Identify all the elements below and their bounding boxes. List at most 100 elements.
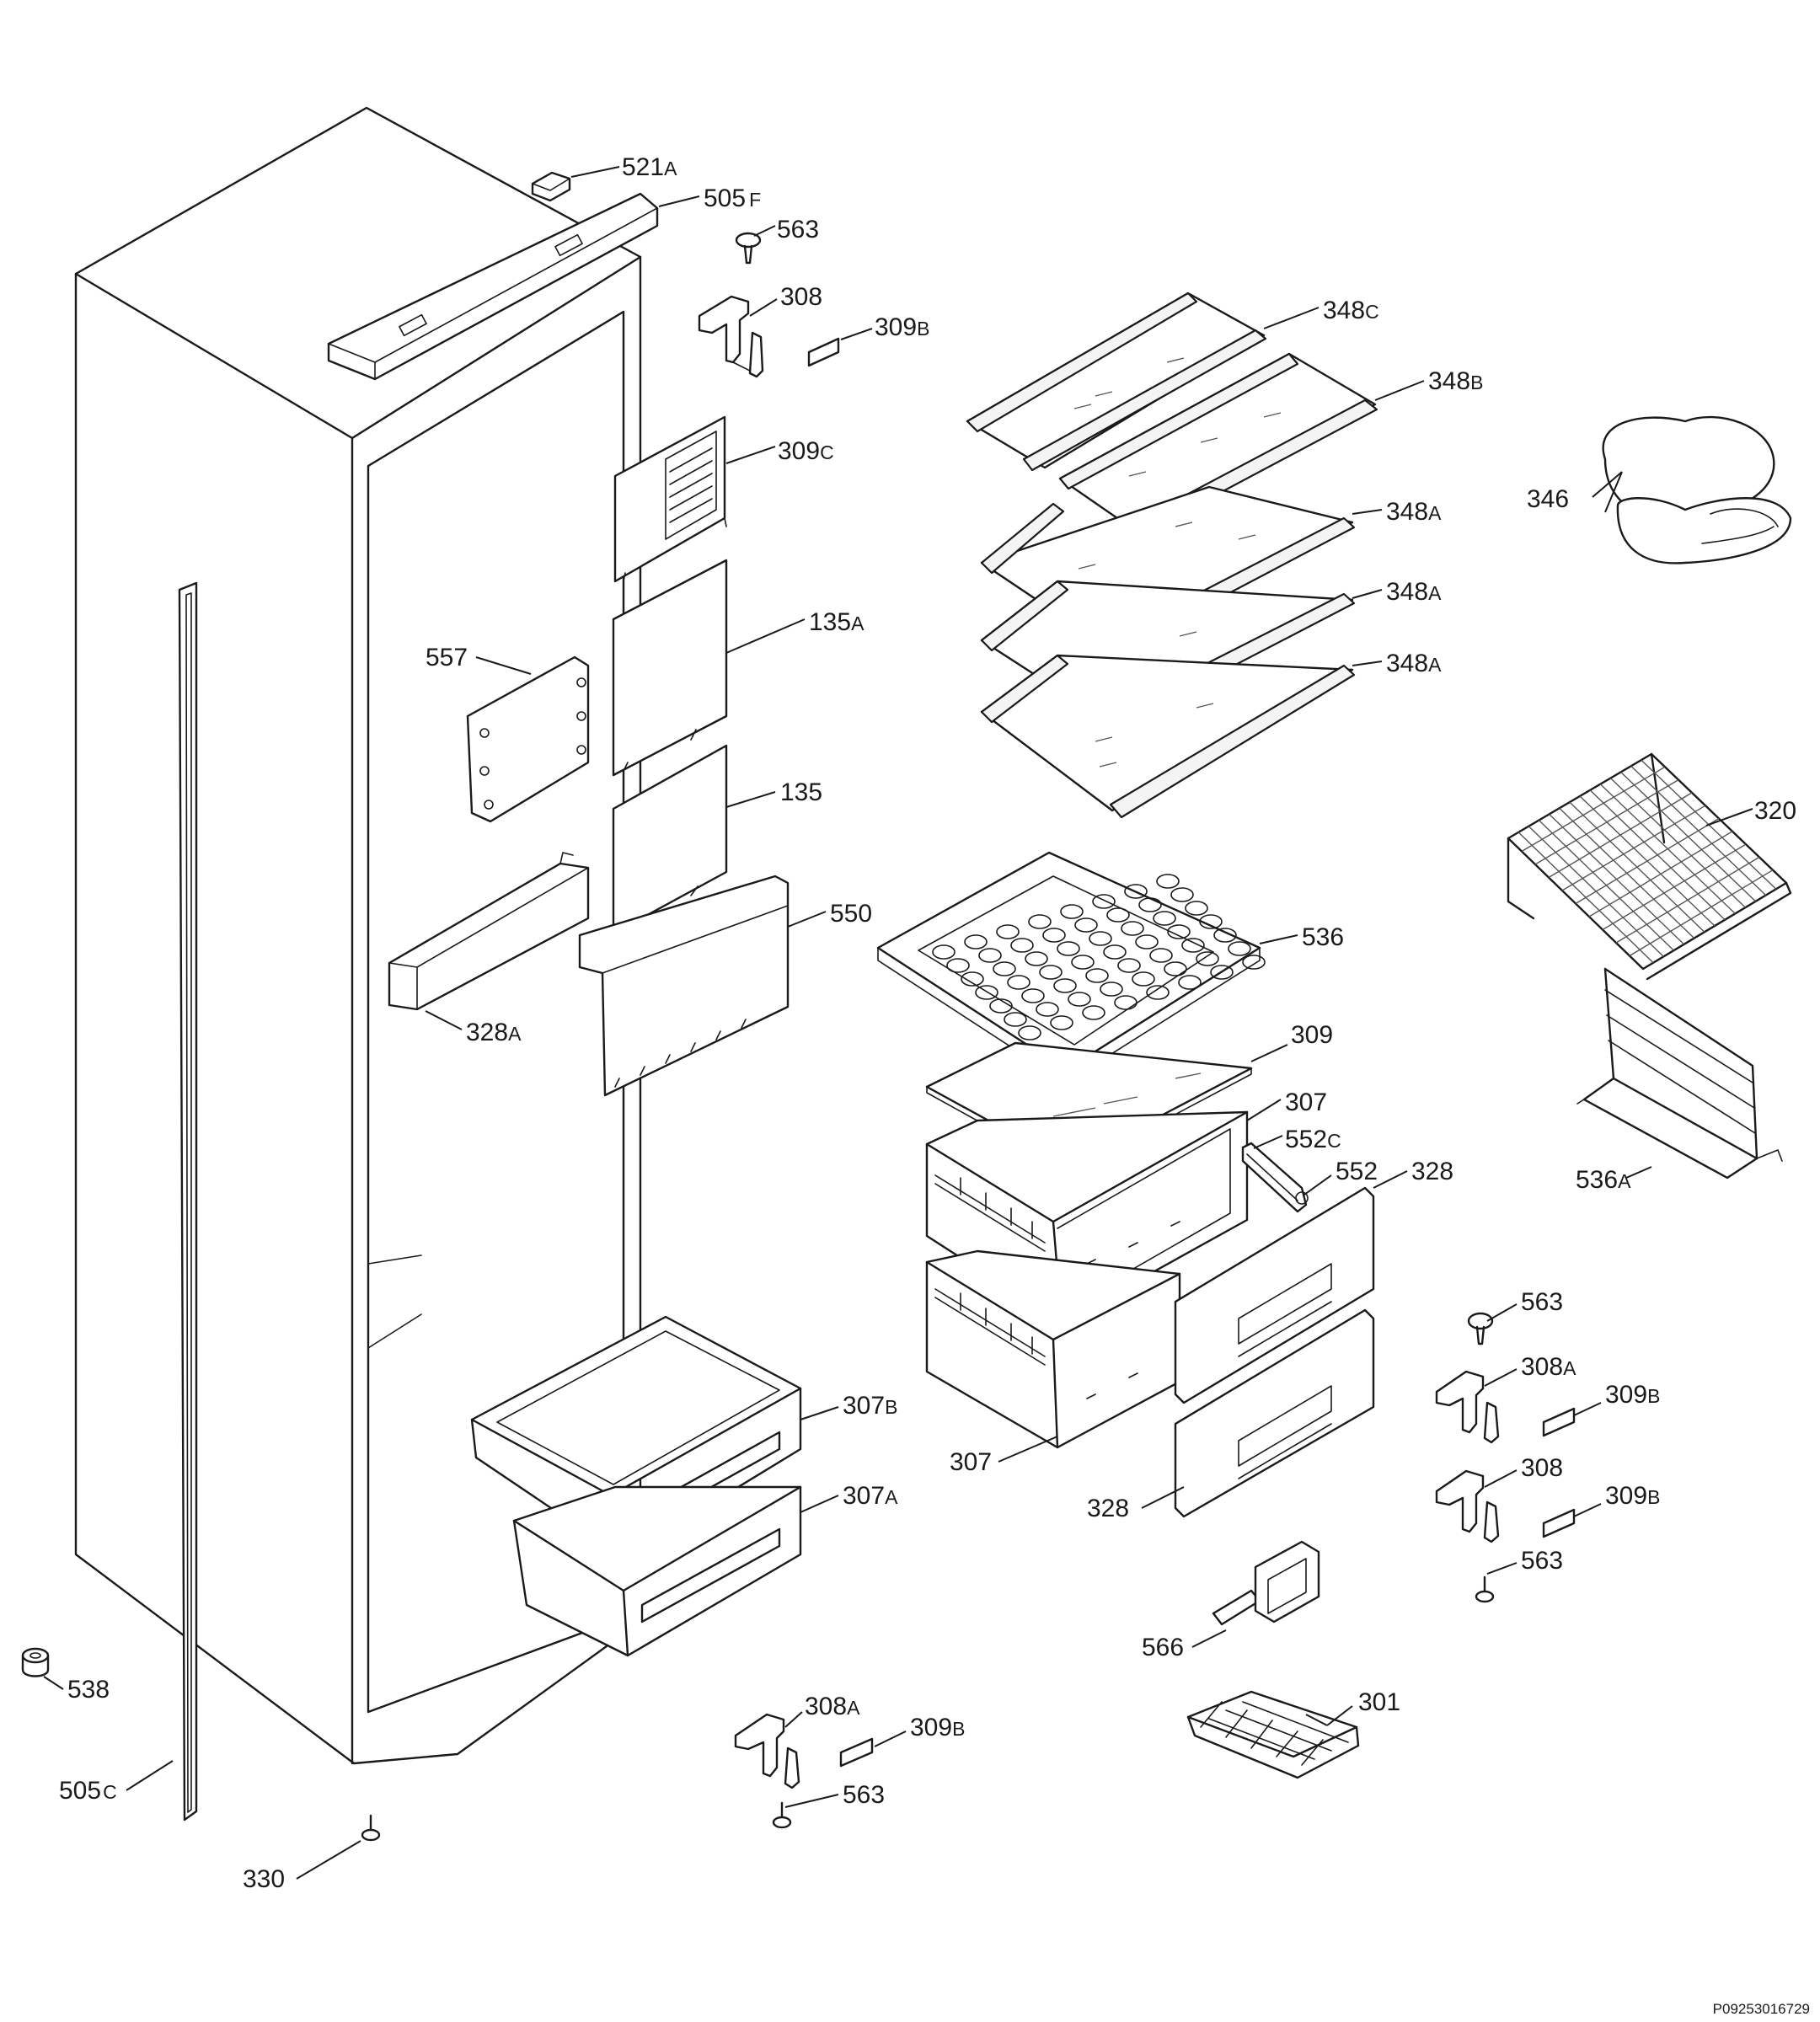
basket-wire <box>1575 817 1720 905</box>
egg-cup <box>1167 924 1191 939</box>
egg-cup <box>1121 921 1144 936</box>
basket-wire <box>1548 792 1693 879</box>
part-308a-hinge-right <box>1435 1370 1500 1444</box>
basket-wire <box>1561 805 1706 891</box>
part-536a-wire-rack <box>1576 967 1783 1180</box>
label-308a-b: 308A <box>1521 1353 1576 1381</box>
label-307-bot: 307 <box>950 1448 992 1476</box>
basket-wire <box>1615 856 1760 944</box>
label-309b-b: 309B <box>1605 1381 1660 1409</box>
egg-cup <box>1103 944 1127 960</box>
label-308-b: 308 <box>1521 1454 1563 1482</box>
label-563-d: 563 <box>843 1781 885 1809</box>
label-348a-1: 348A <box>1386 498 1442 526</box>
label-309c: 309C <box>778 437 834 465</box>
egg-cup <box>1050 1015 1073 1030</box>
egg-cup <box>1117 958 1141 973</box>
part-135a-panel <box>612 559 728 777</box>
cabinet-body <box>74 106 642 1765</box>
egg-cup <box>1018 1025 1041 1040</box>
part-135-panel <box>612 744 728 935</box>
basket-wire <box>1588 831 1733 917</box>
part-328a-door-shelf <box>388 852 590 1011</box>
part-505f-top-cover <box>327 192 659 381</box>
egg-cup <box>1028 914 1052 929</box>
egg-cup <box>961 971 984 987</box>
label-552: 552 <box>1336 1158 1378 1185</box>
part-308-hinge-right <box>1435 1469 1500 1543</box>
part-505c-gasket <box>178 581 198 1821</box>
egg-cup <box>1124 884 1148 899</box>
part-309b-plate-bottom <box>839 1737 874 1768</box>
egg-cup <box>1170 887 1194 902</box>
egg-cup <box>1042 928 1066 943</box>
egg-cup <box>1114 995 1138 1010</box>
egg-cup <box>932 944 956 960</box>
label-563-b: 563 <box>1521 1288 1563 1316</box>
egg-cup <box>1082 1005 1105 1020</box>
part-348a-glass-shelf-3 <box>980 654 1356 819</box>
part-557-cover <box>466 655 590 823</box>
egg-cup <box>978 948 1002 963</box>
label-135a: 135A <box>809 608 864 636</box>
label-309b-c: 309B <box>1605 1482 1660 1510</box>
egg-cup <box>975 985 998 1000</box>
label-309b-d: 309B <box>910 1714 965 1741</box>
label-309: 309 <box>1291 1021 1333 1049</box>
part-538-foot <box>21 1647 50 1677</box>
egg-cup <box>1135 934 1159 949</box>
egg-cup <box>946 958 970 973</box>
label-505c: 505C <box>59 1777 117 1805</box>
label-346: 346 <box>1527 485 1569 513</box>
egg-cup <box>1199 914 1223 929</box>
label-348a-3: 348A <box>1386 650 1442 677</box>
label-307a: 307A <box>843 1482 898 1510</box>
egg-cup <box>1228 941 1251 956</box>
part-550-rear-panel <box>578 875 790 1097</box>
egg-cup <box>1242 955 1266 970</box>
egg-cup <box>1025 951 1048 966</box>
label-550: 550 <box>830 900 872 928</box>
egg-cup <box>1010 938 1034 953</box>
egg-cup <box>1053 978 1077 993</box>
label-538: 538 <box>67 1676 110 1704</box>
egg-cup <box>1106 907 1130 923</box>
egg-cup <box>1100 982 1123 997</box>
label-521a: 521A <box>622 153 677 181</box>
egg-cup <box>1210 965 1234 980</box>
part-328-drawer-front-top <box>1174 1186 1375 1404</box>
label-328a: 328A <box>466 1019 522 1046</box>
part-307a-crisper <box>512 1485 802 1657</box>
part-346-dish <box>1602 415 1792 564</box>
part-328-drawer-front-bottom <box>1174 1308 1375 1518</box>
label-307-top: 307 <box>1285 1089 1327 1116</box>
egg-cup <box>1007 975 1030 990</box>
egg-cup <box>1089 931 1112 946</box>
label-328-bot: 328 <box>1087 1495 1129 1522</box>
basket-wire <box>1534 778 1679 865</box>
egg-cup <box>1164 961 1187 976</box>
part-563-screw-right-lower <box>1475 1575 1495 1603</box>
basket-wire <box>1629 869 1774 957</box>
egg-cup <box>1153 911 1176 926</box>
egg-cup <box>1036 1002 1059 1017</box>
label-557: 557 <box>426 644 468 671</box>
part-521a-cap <box>531 171 571 202</box>
egg-cup <box>1085 968 1109 983</box>
part-563-screw-right <box>1467 1312 1494 1345</box>
part-348b-glass-shelf <box>1058 352 1378 539</box>
label-328-top: 328 <box>1411 1158 1453 1185</box>
egg-cup <box>1156 874 1180 889</box>
egg-cup <box>996 924 1020 939</box>
egg-cup <box>1092 894 1116 909</box>
part-320-wire-basket <box>1507 752 1792 981</box>
part-330-leveling-foot <box>361 1814 381 1842</box>
label-308a-c: 308A <box>805 1693 860 1720</box>
basket-wire <box>1602 843 1747 931</box>
label-566: 566 <box>1142 1634 1184 1661</box>
label-301: 301 <box>1358 1688 1400 1716</box>
part-308-hinge-top <box>698 295 764 378</box>
basket-wire <box>1521 766 1666 853</box>
